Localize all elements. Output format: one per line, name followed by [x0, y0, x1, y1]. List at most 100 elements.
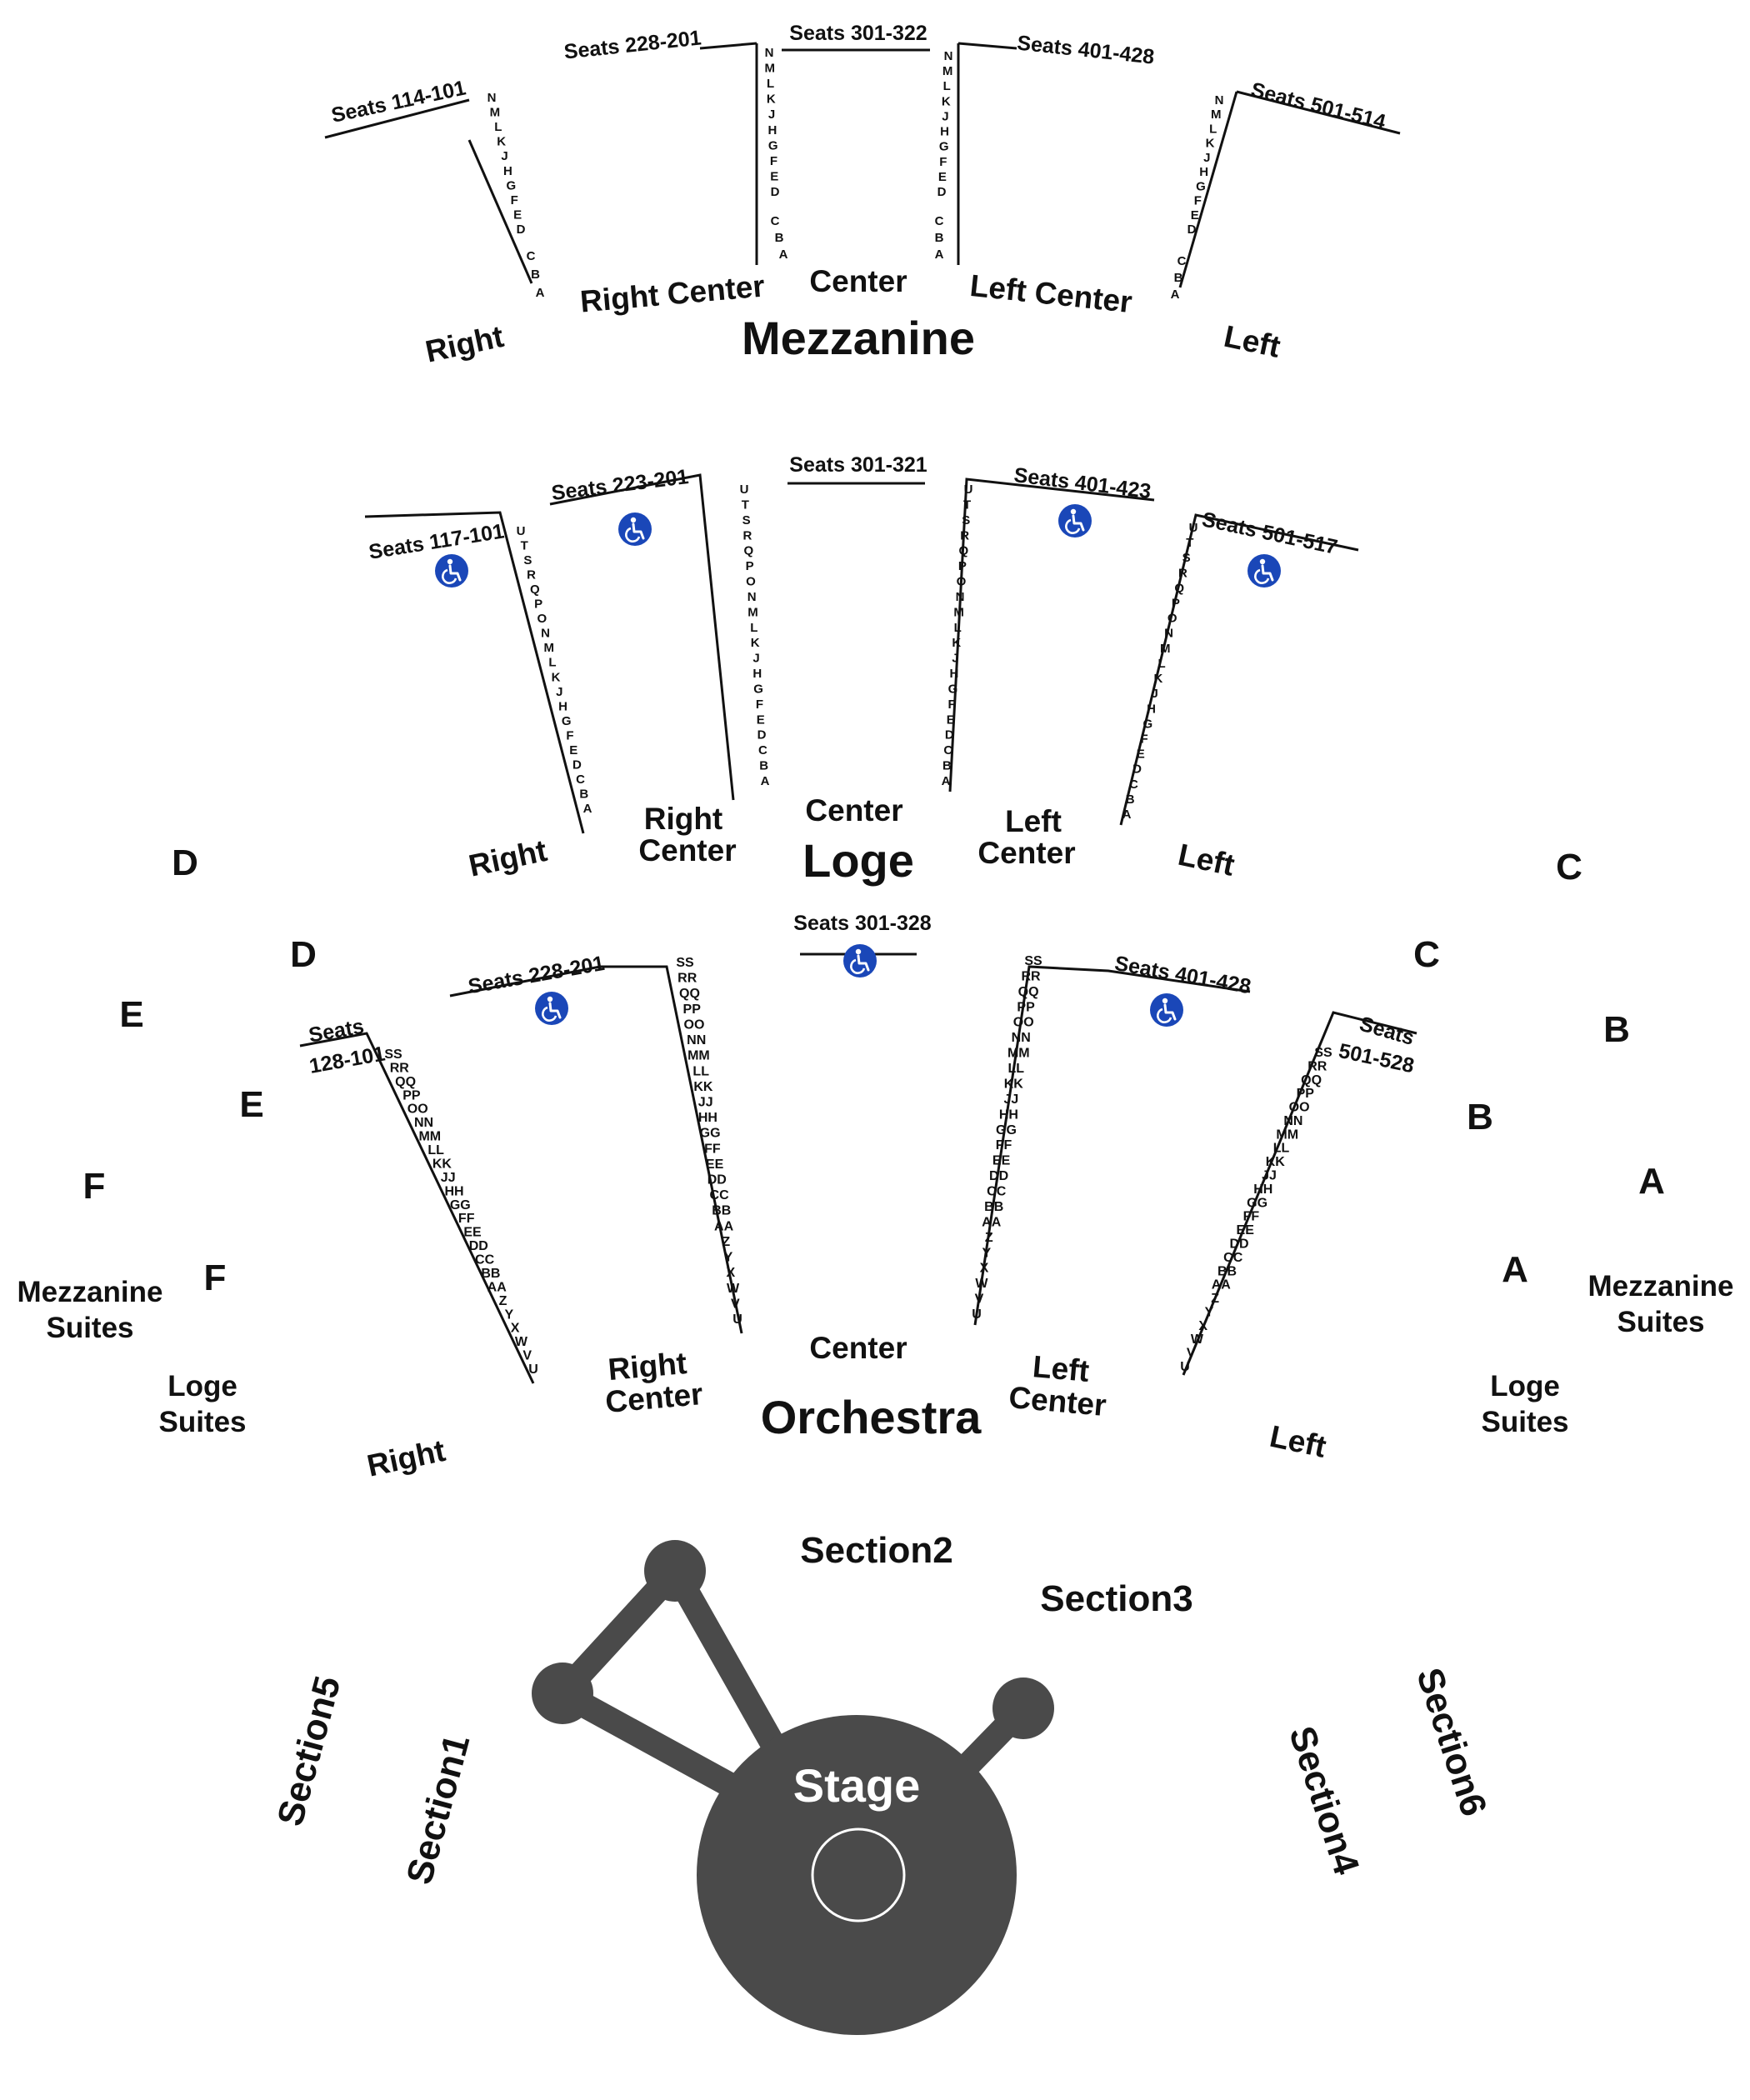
orch-zone-right: Right	[364, 1433, 448, 1483]
loge-row-letter: U	[1189, 521, 1198, 535]
section-3: Section3	[1040, 1578, 1192, 1619]
orch-right-line	[299, 1032, 535, 1384]
loge-row-letter: A	[1122, 808, 1132, 822]
loge-row-letter: K	[1153, 672, 1162, 686]
loge-row-letter: C	[758, 743, 768, 758]
orch-zone-left: Left	[1267, 1419, 1329, 1464]
box-c-outer: C	[1556, 847, 1582, 888]
loge-title: Loge	[802, 834, 914, 887]
orch-row-letter: AA	[714, 1219, 734, 1233]
orch-row-letter: MM	[418, 1130, 441, 1144]
orch-row-letter: SS	[384, 1048, 402, 1062]
stage-platform	[697, 1715, 1017, 2035]
accessible-seating-icons	[435, 504, 1281, 1027]
orch-seats-right-center: Seats 228-201	[467, 952, 607, 998]
mezz-row-letter: M	[942, 64, 953, 78]
orch-row-letter: OO	[1289, 1101, 1310, 1115]
mezz-row-letter: E	[1191, 208, 1199, 222]
orch-row-letter: Z	[499, 1294, 508, 1308]
loge-suites-left-1: Loge	[168, 1370, 238, 1402]
orch-row-letter: Y	[504, 1308, 513, 1322]
loge-row-letter: R	[1178, 566, 1188, 580]
orch-row-letter: DD	[708, 1173, 727, 1188]
orch-row-letter: OO	[684, 1018, 705, 1032]
box-e-inner: E	[239, 1084, 263, 1125]
wheelchair-icon	[1248, 554, 1281, 588]
orch-row-letter: PP	[402, 1088, 421, 1102]
box-f-outer: F	[83, 1166, 106, 1207]
mezz-row-letter: C	[527, 249, 536, 263]
loge-row-letter: R	[960, 528, 969, 542]
loge-row-letter: A	[761, 774, 770, 788]
mezz-left-line	[1178, 91, 1238, 288]
loge-row-letter: N	[541, 627, 550, 641]
box-c-inner: C	[1413, 934, 1440, 975]
orch-row-letter: SS	[1024, 954, 1042, 968]
orch-row-letter: U	[732, 1312, 742, 1327]
orch-row-letter: FF	[458, 1212, 475, 1226]
mezz-row-letter: G	[768, 138, 778, 152]
loge-seats-right: Seats 117-101	[368, 519, 506, 563]
orch-row-letter: BB	[1218, 1264, 1237, 1278]
mezz-row-letter: J	[768, 108, 775, 122]
mezz-row-letter: G	[506, 178, 516, 192]
orch-zone-right-center-1: Right	[607, 1346, 688, 1387]
orch-title: Orchestra	[761, 1391, 982, 1443]
loge-row-letter: L	[750, 621, 758, 635]
orch-zone-center: Center	[809, 1331, 907, 1365]
orch-row-letter: OO	[408, 1102, 428, 1117]
wheelchair-icon	[1150, 993, 1183, 1027]
loge-right-line	[364, 511, 585, 834]
mezz-row-letter: B	[1174, 271, 1183, 285]
orch-row-letter: QQ	[679, 987, 700, 1001]
loge-row-letter: H	[558, 699, 568, 713]
orch-row-letter: AA	[1212, 1278, 1232, 1292]
loge-row-letter: C	[576, 772, 585, 787]
mezz-row-letter: H	[940, 125, 949, 139]
orch-row-letter: HH	[1253, 1182, 1272, 1197]
mezz-row-letter: J	[942, 109, 948, 123]
mezz-zone-center: Center	[809, 264, 907, 298]
orch-row-letter: CC	[987, 1185, 1007, 1199]
mezz-row-letter: C	[1178, 254, 1187, 268]
loge-row-letter: O	[957, 575, 967, 589]
orch-row-letter: BB	[984, 1200, 1003, 1214]
box-a-outer: A	[1638, 1161, 1665, 1202]
orch-row-letter: X	[726, 1266, 735, 1280]
orch-row-letter: U	[1180, 1360, 1190, 1374]
orch-row-letter: NN	[687, 1033, 706, 1048]
loge-row-letter: T	[742, 498, 749, 512]
loge-row-letter: U	[740, 482, 749, 497]
orch-row-letter: W	[975, 1277, 988, 1291]
loge-row-letter: E	[757, 712, 765, 727]
mezz-row-letter: N	[765, 46, 774, 60]
loge-row-letter: Q	[958, 544, 968, 558]
orch-row-letter: X	[980, 1262, 989, 1276]
loge-row-letter: S	[1182, 551, 1191, 565]
loge-row-letter: A	[583, 802, 592, 816]
loge-row-letter: B	[759, 759, 768, 773]
wheelchair-icon	[535, 992, 568, 1025]
orch-row-letter: HH	[444, 1184, 463, 1198]
loge-row-letter: B	[579, 788, 588, 802]
loge-row-letter: J	[752, 652, 759, 666]
orchestra-section: Seats 128-101 Seats 228-201 Seats 301-32…	[299, 912, 1418, 1483]
orch-zone-right-center-2: Center	[604, 1377, 704, 1419]
mezz-row-letter: F	[511, 193, 518, 208]
orch-row-letter: V	[1187, 1347, 1196, 1361]
orch-row-letter: GG	[1247, 1196, 1268, 1210]
mezz-row-letter: F	[770, 154, 778, 168]
orch-row-letter: KK	[432, 1158, 452, 1172]
loge-row-letter: F	[756, 698, 763, 712]
mezz-seats-left: Seats 501-514	[1248, 78, 1388, 134]
mezz-row-letter: A	[536, 286, 545, 300]
orch-row-letter: QQ	[395, 1075, 416, 1089]
loge-seats-right-center: Seats 223-201	[550, 465, 690, 505]
orch-row-letter: X	[511, 1322, 520, 1336]
wheelchair-icon	[1058, 504, 1092, 538]
orchestra-row-letters: SSRRQQPPOONNMMLLKKJJHHGGFFEEDDCCBBAAZYXW…	[384, 954, 1332, 1377]
mezz-seats-center: Seats 301-322	[789, 22, 927, 45]
orch-zone-left-center-2: Center	[1008, 1380, 1108, 1422]
orch-row-letter: BB	[712, 1204, 731, 1218]
